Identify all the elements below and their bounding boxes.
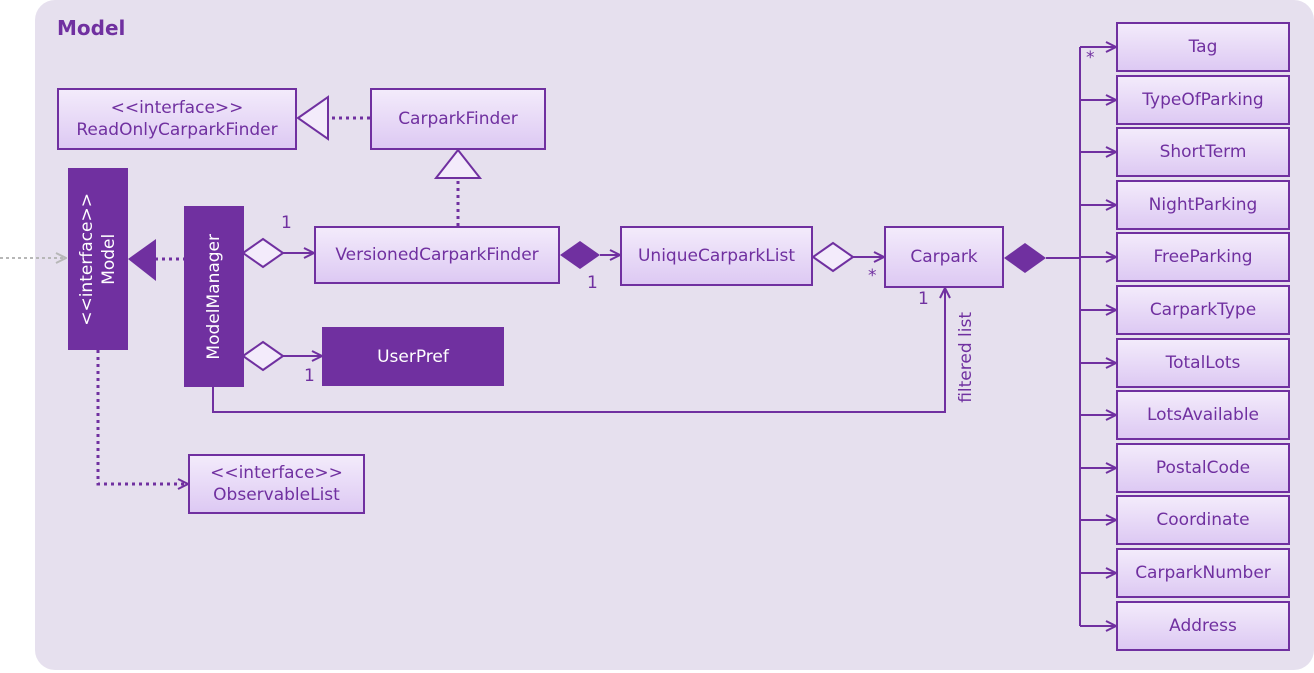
class-name: PostalCode <box>1155 458 1251 478</box>
class-attribute-nightparking[interactable]: NightParking <box>1116 180 1290 230</box>
class-attribute-totallots[interactable]: TotalLots <box>1116 338 1290 388</box>
class-name: TypeOfParking <box>1142 90 1264 110</box>
model-vertical-text: <<interface>> Model <box>76 193 120 326</box>
model-observablelist-dependency <box>96 350 188 484</box>
class-user-pref[interactable]: UserPref <box>322 327 504 386</box>
class-attribute-typeofparking[interactable]: TypeOfParking <box>1116 75 1290 125</box>
class-attribute-carparknumber[interactable]: CarparkNumber <box>1116 548 1290 598</box>
class-name: ReadOnlyCarparkFinder <box>76 120 278 140</box>
class-attribute-coordinate[interactable]: Coordinate <box>1116 495 1290 545</box>
class-name: TotalLots <box>1165 353 1241 373</box>
multiplicity-manager-versioned: 1 <box>281 213 292 233</box>
multiplicity-carpark-attributes: * <box>1086 48 1095 68</box>
class-name: CarparkNumber <box>1135 563 1271 583</box>
manager-realizes-model-head <box>128 239 156 281</box>
manager-carpark-filtered-line <box>212 288 945 413</box>
class-name: LotsAvailable <box>1146 405 1260 425</box>
class-name: ObservableList <box>213 485 340 505</box>
class-name: UserPref <box>377 346 449 367</box>
multiplicity-unique-carpark: * <box>868 266 877 286</box>
class-name: UniqueCarparkList <box>637 246 795 266</box>
attribute-connectors <box>1079 47 1116 626</box>
package-title: Model <box>57 16 126 40</box>
class-attribute-address[interactable]: Address <box>1116 601 1290 651</box>
class-name: Tag <box>1188 37 1218 57</box>
class-model[interactable]: <<interface>> Model <box>68 168 128 350</box>
class-name: VersionedCarparkFinder <box>335 245 539 265</box>
class-name: CarparkType <box>1149 300 1257 320</box>
class-read-only-carpark-finder[interactable]: <<interface>> ReadOnlyCarparkFinder <box>57 88 297 150</box>
class-name: FreeParking <box>1153 247 1253 267</box>
class-attribute-shortterm[interactable]: ShortTerm <box>1116 127 1290 177</box>
class-name: ModelManager <box>204 233 224 360</box>
class-observable-list[interactable]: <<interface>> ObservableList <box>188 454 365 514</box>
versioned-unique-composition-diamond <box>560 241 600 269</box>
multiplicity-versioned-unique: 1 <box>587 273 598 293</box>
stereotype-label: <<interface>> <box>77 192 97 326</box>
class-name: CarparkFinder <box>398 109 518 129</box>
class-name: Carpark <box>910 247 978 267</box>
class-attribute-carparktype[interactable]: CarparkType <box>1116 285 1290 335</box>
class-attribute-freeparking[interactable]: FreeParking <box>1116 232 1290 282</box>
class-versioned-carpark-finder[interactable]: VersionedCarparkFinder <box>314 226 560 284</box>
model-manager-vertical-text: ModelManager <box>203 234 225 360</box>
class-name: Coordinate <box>1156 510 1250 530</box>
class-attribute-postalcode[interactable]: PostalCode <box>1116 443 1290 493</box>
class-name: Model <box>99 233 119 285</box>
class-carpark[interactable]: Carpark <box>884 226 1004 288</box>
versioned-extends-finder-head <box>433 148 483 179</box>
multiplicity-manager-userpref: 1 <box>304 366 315 386</box>
class-unique-carpark-list[interactable]: UniqueCarparkList <box>620 226 813 286</box>
class-name: Address <box>1169 616 1237 636</box>
class-model-manager[interactable]: ModelManager <box>184 206 244 387</box>
multiplicity-manager-carpark: 1 <box>918 289 929 309</box>
class-name: NightParking <box>1148 195 1258 215</box>
class-attribute-tag[interactable]: Tag <box>1116 22 1290 72</box>
class-attribute-lotsavailable[interactable]: LotsAvailable <box>1116 390 1290 440</box>
finder-realizes-readonly-head <box>296 95 329 141</box>
label-filtered-list: filtered list <box>956 312 976 403</box>
stereotype-label: <<interface>> <box>110 98 244 118</box>
carpark-attributes-composition-diamond <box>1004 243 1046 273</box>
class-carpark-finder[interactable]: CarparkFinder <box>370 88 546 150</box>
stereotype-label: <<interface>> <box>210 463 343 483</box>
class-name: ShortTerm <box>1159 142 1247 162</box>
